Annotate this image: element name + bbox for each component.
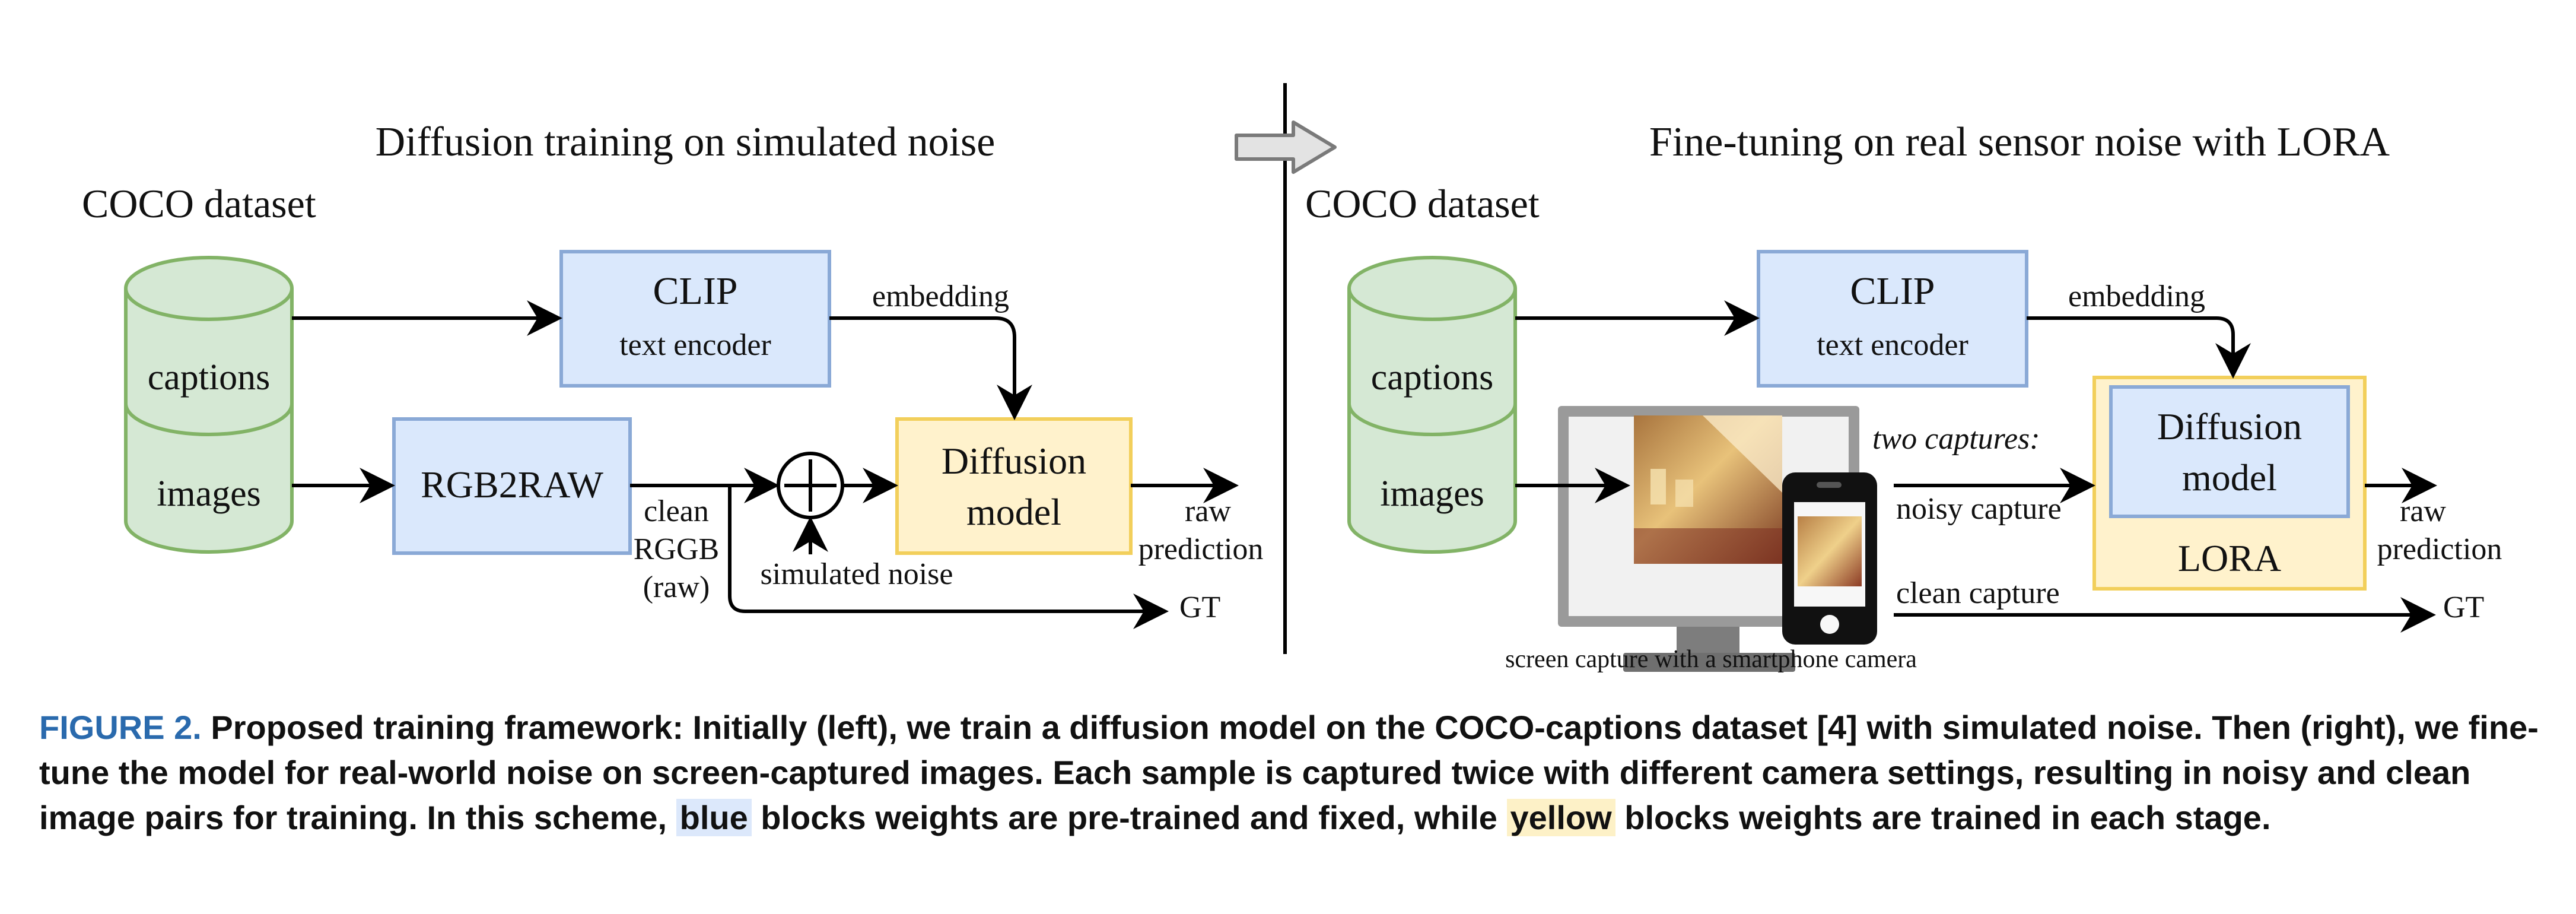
left-clip-title: CLIP <box>653 269 737 313</box>
left-panel: Diffusion training on simulated noise CO… <box>82 119 1264 629</box>
left-diffusion-line2: model <box>966 491 1061 533</box>
smartphone-icon <box>1782 472 1877 645</box>
left-coco-cylinder <box>124 256 294 554</box>
left-simulated-noise-label: simulated noise <box>761 557 953 591</box>
right-diffusion-block <box>2109 385 2350 518</box>
right-prediction-label: prediction <box>2377 532 2502 566</box>
right-coco-cylinder <box>1347 256 1517 554</box>
left-rgb2raw-label: RGB2RAW <box>421 464 603 506</box>
left-clean-label: clean <box>644 494 709 528</box>
caption-yellow-word: yellow <box>1506 799 1615 836</box>
two-captures-label: two captures: <box>1872 422 2040 456</box>
right-embedding-label: embedding <box>2068 280 2205 313</box>
noisy-capture-label: noisy capture <box>1896 492 2062 526</box>
right-diffusion-line1: Diffusion <box>2157 405 2302 448</box>
right-clip-subtitle: text encoder <box>1817 328 1968 362</box>
right-images-label: images <box>1380 474 1484 514</box>
left-prediction-label: prediction <box>1138 532 1264 566</box>
right-raw-output-label: raw <box>2400 494 2446 528</box>
framework-diagram: Diffusion training on simulated noise CO… <box>82 83 2502 673</box>
caption-blue-word: blue <box>676 799 752 836</box>
right-panel-title: Fine-tuning on real sensor noise with LO… <box>1649 119 2390 165</box>
left-embedding-arrow <box>829 316 1032 420</box>
figure-caption: FIGURE 2. Proposed training framework: I… <box>39 705 2549 840</box>
screen-capture-label: screen capture with a smartphone camera <box>1505 646 1917 673</box>
right-diffusion-line2: model <box>2182 456 2277 499</box>
left-embedding-label: embedding <box>872 280 1009 313</box>
right-captions-label: captions <box>1371 357 1494 398</box>
clean-capture-label: clean capture <box>1896 576 2060 610</box>
right-panel: Fine-tuning on real sensor noise with LO… <box>1305 119 2502 673</box>
left-diffusion-line1: Diffusion <box>942 440 1086 482</box>
left-raw-format-label: (raw) <box>643 570 710 604</box>
left-gt-arrow <box>728 485 1169 629</box>
right-gt-label: GT <box>2443 591 2484 624</box>
left-raw-output-label: raw <box>1185 494 1231 528</box>
figure-label: FIGURE 2. <box>39 709 202 746</box>
left-clip-subtitle: text encoder <box>619 328 771 362</box>
left-panel-title: Diffusion training on simulated noise <box>376 119 996 165</box>
right-dataset-label: COCO dataset <box>1305 181 1540 226</box>
left-rgb2raw-block <box>392 417 632 555</box>
right-lora-label: LORA <box>2178 537 2281 579</box>
left-gt-label: GT <box>1179 591 1220 624</box>
caption-text-part2: blocks weights are pre-trained and fixed… <box>751 799 1507 836</box>
transition-arrow-icon <box>1235 120 1337 174</box>
left-images-label: images <box>157 474 261 514</box>
right-clip-title: CLIP <box>1850 269 1935 313</box>
caption-text-part1: Proposed training framework: Initially (… <box>39 709 2539 836</box>
left-dataset-label: COCO dataset <box>82 181 316 226</box>
left-rggb-label: RGGB <box>634 532 719 566</box>
left-captions-label: captions <box>148 357 271 398</box>
right-embedding-arrow <box>2027 316 2251 379</box>
left-adder-icon <box>777 452 844 519</box>
right-clip-block <box>1757 250 2028 388</box>
caption-text-part3: blocks weights are trained in each stage… <box>1615 799 2271 836</box>
left-diffusion-block <box>895 417 1133 555</box>
